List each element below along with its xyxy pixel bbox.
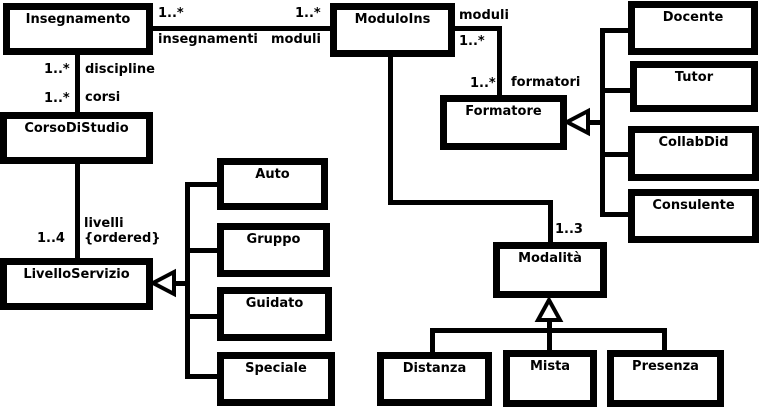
class-title-collabdid: CollabDid <box>658 135 729 150</box>
class-title-speciale: Speciale <box>245 361 307 376</box>
edge-assoc-moduloins-modalita-v2 <box>548 200 553 242</box>
edge-gen-left-spine <box>185 182 190 379</box>
edge-gen-stub-tutor <box>600 88 630 93</box>
edge-gen-stub-gruppo <box>185 248 217 253</box>
generalization-arrow-modalita <box>534 295 564 322</box>
class-collabdid: CollabDid <box>628 126 759 181</box>
edge-label-role-formatori: formatori <box>511 75 581 90</box>
class-speciale: Speciale <box>217 352 335 406</box>
edge-label-role-moduli-top: moduli <box>271 32 321 47</box>
class-title-tutor: Tutor <box>674 70 714 85</box>
edge-assoc-moduloins-modalita-h <box>388 200 553 205</box>
class-title-formatore: Formatore <box>465 104 542 119</box>
edge-label-role-livelli: livelli <box>84 216 124 231</box>
edge-gen-stub-guidato <box>185 314 217 319</box>
edge-gen-modalita-branch <box>430 328 667 333</box>
class-docente: Docente <box>628 1 758 55</box>
class-formatore: Formatore <box>440 95 567 150</box>
edge-assoc-insegnamento-moduloins <box>153 26 330 31</box>
edge-gen-formatore-stub <box>588 120 602 125</box>
class-title-gruppo: Gruppo <box>246 232 301 247</box>
edge-label-mult-formatori: 1..* <box>470 76 496 91</box>
class-distanza: Distanza <box>377 352 492 406</box>
class-title-distanza: Distanza <box>402 361 467 376</box>
class-modalita: Modalità <box>493 242 607 298</box>
class-title-moduloins: ModuloIns <box>354 12 431 27</box>
edge-assoc-corso-livelloservizio <box>75 164 80 258</box>
class-tutor: Tutor <box>630 61 758 112</box>
edge-label-mult-corsi: 1..* <box>44 91 70 106</box>
generalization-arrow-formatore <box>562 107 590 137</box>
edge-label-mult-modalita: 1..3 <box>555 222 583 237</box>
class-mista: Mista <box>503 350 597 407</box>
class-title-modalita: Modalità <box>518 251 582 266</box>
generalization-arrow-livelloservizio <box>148 268 176 298</box>
edge-gen-drop-presenza <box>662 328 667 350</box>
class-title-livelloservizio: LivelloServizio <box>23 267 130 282</box>
edge-gen-drop-distanza <box>430 328 435 352</box>
edge-label-constraint-ordered: {ordered} <box>84 231 161 246</box>
edge-gen-stub-consulente <box>600 212 628 217</box>
edge-gen-livelloservizio-stub <box>174 281 190 286</box>
class-title-corsodistudio: CorsoDiStudio <box>24 121 129 136</box>
edge-assoc-moduloins-modalita-v1 <box>388 57 393 205</box>
class-title-insegnamento: Insegnamento <box>25 12 131 27</box>
edge-assoc-moduloins-formatore-h <box>455 26 502 31</box>
class-title-consulente: Consulente <box>652 198 735 213</box>
edge-label-mult-livelli: 1..4 <box>37 231 65 246</box>
edge-assoc-moduloins-formatore-v <box>497 26 502 95</box>
class-presenza: Presenza <box>607 350 724 407</box>
edge-label-mult-insegnamenti: 1..* <box>158 6 184 21</box>
edge-assoc-insegnamento-corso <box>75 55 80 112</box>
edge-label-role-corsi: corsi <box>85 90 121 105</box>
class-title-auto: Auto <box>255 167 290 182</box>
edge-label-role-moduli-right: moduli <box>459 8 509 23</box>
edge-gen-stub-speciale <box>185 374 217 379</box>
class-auto: Auto <box>217 158 328 210</box>
class-title-guidato: Guidato <box>245 296 304 311</box>
edge-gen-modalita-stem <box>547 318 552 350</box>
class-corsodistudio: CorsoDiStudio <box>0 112 153 164</box>
class-consulente: Consulente <box>628 189 759 243</box>
edge-gen-stub-auto <box>185 182 217 187</box>
edge-label-role-insegnamenti: insegnamenti <box>158 32 258 47</box>
class-moduloins: ModuloIns <box>330 3 455 57</box>
edge-gen-stub-collabdid <box>600 152 628 157</box>
edge-label-mult-discipline: 1..* <box>44 62 70 77</box>
class-title-presenza: Presenza <box>632 359 699 374</box>
class-gruppo: Gruppo <box>217 223 330 277</box>
class-livelloservizio: LivelloServizio <box>0 258 153 310</box>
edge-gen-stub-docente <box>600 28 628 33</box>
class-insegnamento: Insegnamento <box>3 3 153 55</box>
edge-label-mult-moduli-top: 1..* <box>295 6 321 21</box>
class-title-docente: Docente <box>662 10 724 25</box>
class-title-mista: Mista <box>529 359 571 374</box>
edge-label-role-discipline: discipline <box>85 62 155 77</box>
class-guidato: Guidato <box>217 287 332 341</box>
edge-gen-right-spine <box>600 28 605 217</box>
edge-label-mult-moduli-right: 1..* <box>459 34 485 49</box>
